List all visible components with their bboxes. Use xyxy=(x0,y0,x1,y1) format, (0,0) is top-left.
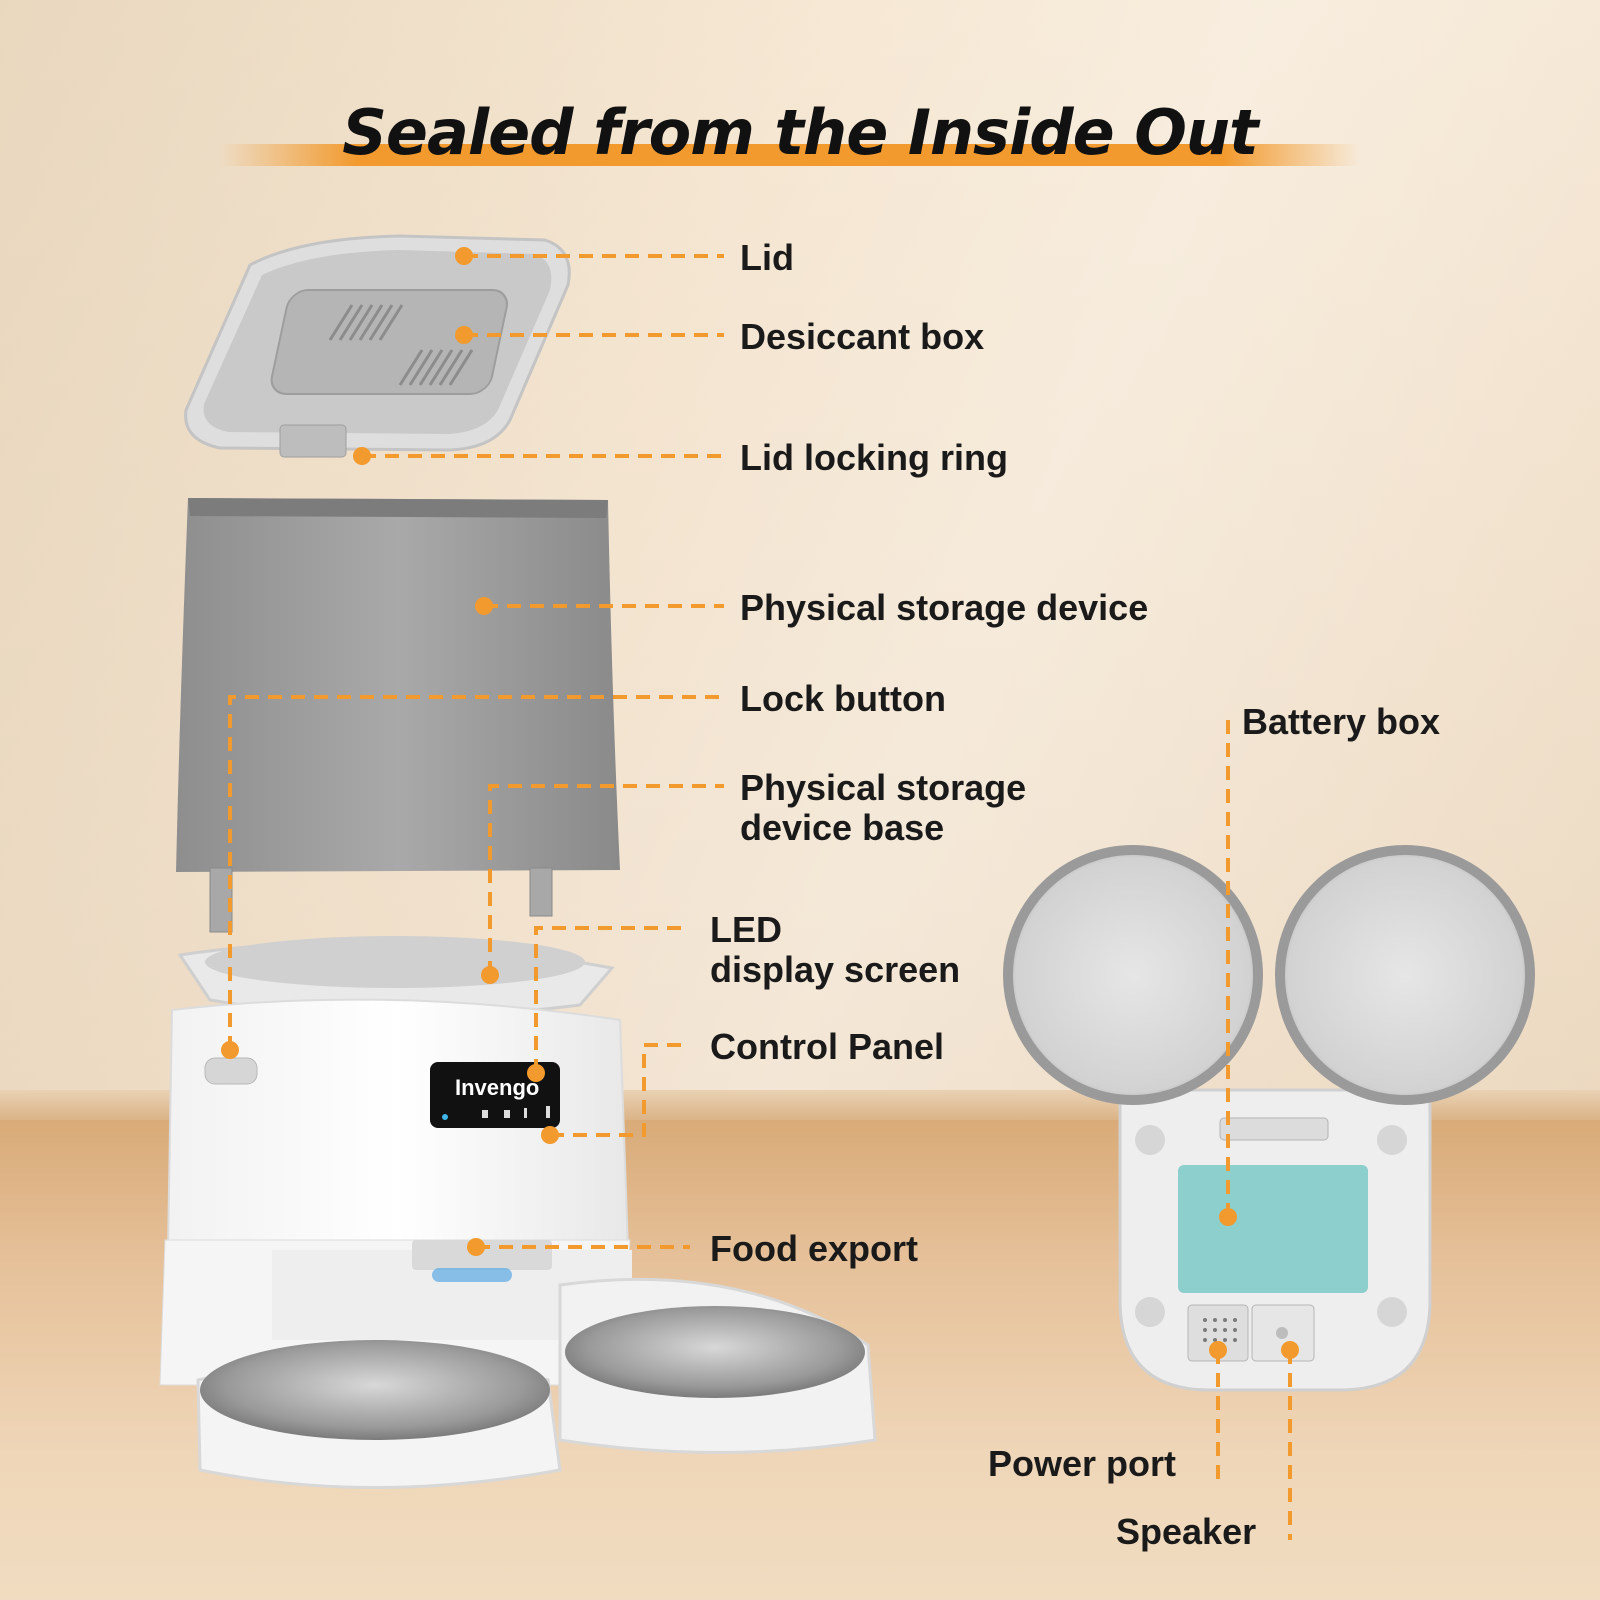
label-led-display: LED display screen xyxy=(710,910,960,990)
label-storage-base: Physical storage device base xyxy=(740,768,1026,848)
label-led-line2: display screen xyxy=(710,949,961,990)
callout-dots xyxy=(221,247,1299,1359)
label-battery-box: Battery box xyxy=(1242,701,1441,742)
label-food-export: Food export xyxy=(710,1228,918,1269)
storage-tank-part xyxy=(176,498,620,933)
label-lid: Lid xyxy=(740,237,794,278)
label-speaker: Speaker xyxy=(1116,1511,1257,1552)
label-desiccant-box: Desiccant box xyxy=(740,316,985,357)
title-highlight-band xyxy=(220,144,1360,166)
label-physical-storage-device: Physical storage device xyxy=(740,587,1149,628)
label-lid-locking-ring: Lid locking ring xyxy=(740,437,1008,478)
label-control-panel: Control Panel xyxy=(710,1026,945,1067)
brand-logo: Invengo xyxy=(455,1075,539,1100)
bottom-view xyxy=(1003,845,1535,1392)
label-power-port: Power port xyxy=(988,1443,1177,1484)
label-storage-base-line2: device base xyxy=(740,807,945,848)
lid-part xyxy=(184,234,571,458)
label-storage-base-line1: Physical storage xyxy=(740,767,1027,808)
label-lock-button: Lock button xyxy=(740,678,946,719)
page-title: Sealed from the Inside Out xyxy=(342,96,1258,169)
label-led-line1: LED xyxy=(710,909,782,950)
callout-lines xyxy=(228,254,1292,1540)
front-bowls xyxy=(196,1277,877,1489)
